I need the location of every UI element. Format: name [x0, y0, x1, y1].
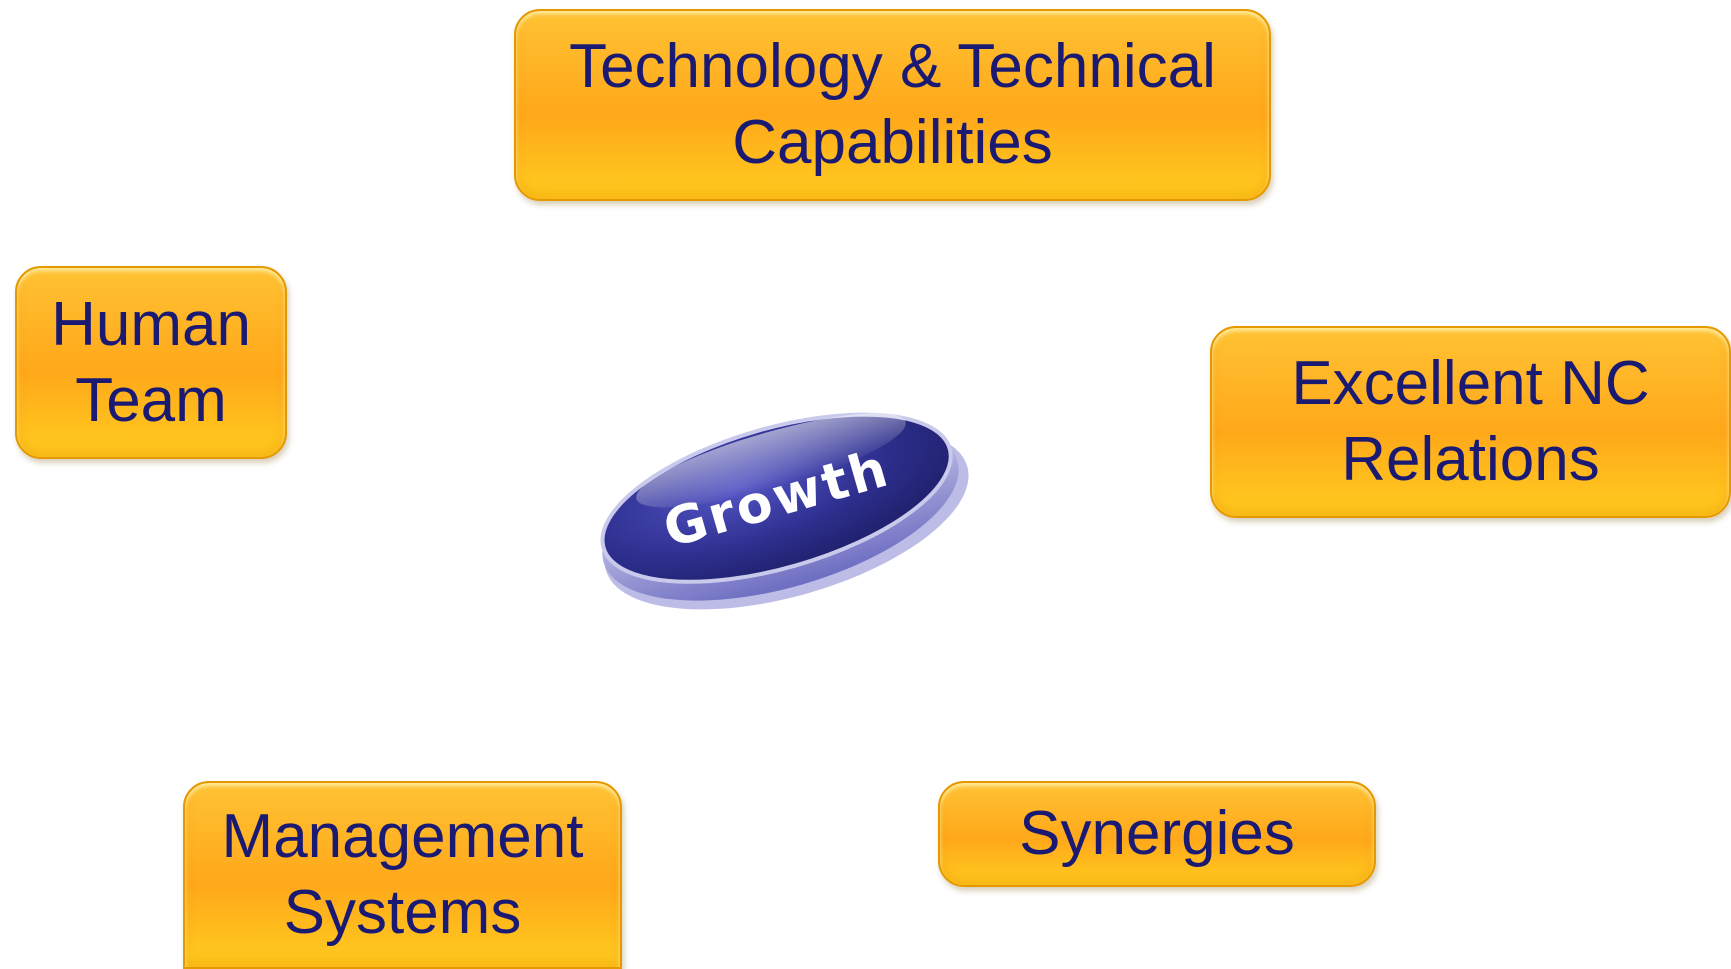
node-synergies: Synergies — [938, 781, 1376, 887]
node-technology-capabilities: Technology & Technical Capabilities — [514, 9, 1271, 201]
growth-button-graphic: Growth — [600, 412, 969, 610]
button-face — [600, 412, 953, 584]
node-management-systems: Management Systems — [183, 781, 622, 969]
node-human-team: Human Team — [15, 266, 287, 459]
node-label: Technology & Technical Capabilities — [569, 32, 1216, 177]
growth-button: Growth — [578, 388, 978, 618]
node-label: Synergies — [1019, 799, 1295, 868]
button-gloss — [636, 413, 906, 508]
node-label: Management Systems — [221, 802, 584, 947]
node-excellent-nc-relations: Excellent NC Relations — [1210, 326, 1731, 518]
node-label: Human Team — [51, 289, 251, 435]
node-label: Excellent NC Relations — [1291, 349, 1650, 494]
